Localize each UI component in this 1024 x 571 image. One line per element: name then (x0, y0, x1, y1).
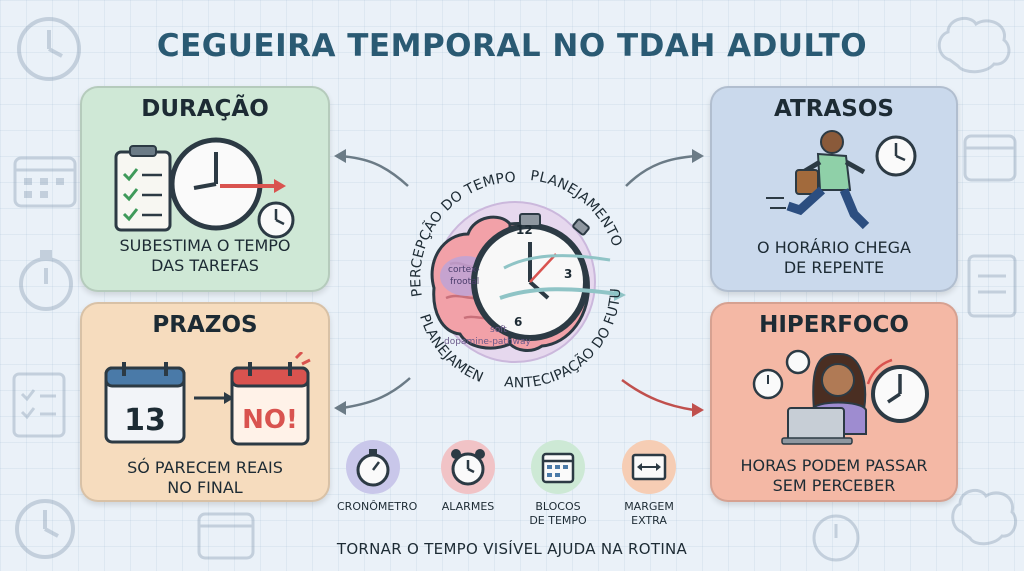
clock-number: 12 (516, 223, 533, 237)
tool-alarmes: ALARMES (432, 440, 504, 514)
person-head (821, 363, 855, 397)
stopwatch-icon (356, 449, 390, 487)
card-heading: ATRASOS (774, 96, 894, 122)
card-duracao: DURAÇÃO SUBESTIMA O TEMPO DAS TAREFAS (80, 86, 330, 292)
card-hiperfoco: HIPERFOCO HORAS PODEM PASSAR SEM PERCEBE… (710, 302, 958, 502)
background-clock-icon (812, 514, 860, 562)
card-heading: DURAÇÃO (141, 96, 269, 122)
tool-disc (622, 440, 676, 494)
background-checklist-icon (967, 254, 1017, 318)
clock-number: 3 (564, 267, 572, 281)
tool-cronometro: CRONÔMETRO (337, 440, 418, 514)
checklist-clock-illustration (114, 137, 295, 239)
calendar-illustration: 13 NO! (104, 352, 311, 446)
arrow-to-duracao (339, 154, 409, 187)
background-calendar-icon (963, 134, 1017, 182)
briefcase-icon (795, 169, 819, 195)
calendar-icon (104, 362, 186, 444)
arrow-to-prazos (341, 377, 411, 410)
arrow-to-hiperfoco (621, 378, 695, 412)
tool-disc (531, 440, 585, 494)
card-atrasos: ATRASOS O HORÁRIO CHEGA DE REPENTE (710, 86, 958, 292)
background-clock-icon (17, 17, 81, 81)
calendar-alert-text: NO! (242, 405, 298, 435)
card-prazos: PRAZOS 13 NO! SÓ PARECEM REAIS NO FINAL (80, 302, 330, 502)
calendar-icon (541, 452, 575, 484)
card-description: HORAS PODEM PASSAR SEM PERCEBER (740, 456, 928, 495)
calendar-day: 13 (124, 403, 166, 438)
tool-label: ALARMES (441, 500, 495, 513)
card-description: SÓ PARECEM REAIS NO FINAL (127, 458, 283, 497)
tool-label: MARGEM EXTRA (624, 500, 674, 527)
brain-label-cortex: cortex- frootal (448, 265, 483, 287)
tool-label: CRONÔMETRO (337, 500, 418, 513)
small-clock-icon (785, 349, 811, 375)
tool-label: BLOCOS DE TEMPO (529, 500, 587, 527)
card-heading: HIPERFOCO (759, 312, 909, 338)
card-description: SUBESTIMA O TEMPO DAS TAREFAS (119, 236, 291, 275)
tool-disc (441, 440, 495, 494)
alarm-clock-icon (451, 449, 485, 486)
calendar-alert-icon (230, 352, 311, 446)
tool-blocos-de-tempo: BLOCOS DE TEMPO (522, 440, 594, 528)
brain-label-soft: soft (490, 325, 507, 335)
tool-margem-extra: MARGEM EXTRA (613, 440, 685, 528)
card-heading: PRAZOS (152, 312, 258, 338)
brain-clock-diagram: 12 3 6 cortex- frootal soft dopamine-pat… (398, 156, 626, 391)
background-brain-icon (951, 488, 1018, 546)
background-brain-icon (937, 16, 1011, 74)
tool-disc (346, 440, 400, 494)
brain-label-pathway: dopamine-pathway (444, 337, 532, 347)
background-checklist-icon (12, 372, 66, 438)
arrow-to-atrasos (625, 154, 697, 187)
card-description: O HORÁRIO CHEGA DE REPENTE (757, 238, 911, 277)
margin-icon (631, 453, 667, 481)
running-person-illustration (766, 130, 917, 230)
clock-number: 6 (514, 315, 522, 329)
background-stopwatch-icon (19, 250, 73, 311)
background-clock-icon (15, 499, 75, 559)
footer-tagline: TORNAR O TEMPO VISÍVEL AJUDA NA ROTINA (336, 540, 688, 558)
page-title: CEGUEIRA TEMPORAL NO TDAH ADULTO (156, 28, 868, 64)
person-head (820, 130, 844, 154)
background-calendar-icon (13, 156, 77, 208)
background-calendar-icon (197, 512, 255, 560)
focused-person-illustration (752, 349, 929, 445)
